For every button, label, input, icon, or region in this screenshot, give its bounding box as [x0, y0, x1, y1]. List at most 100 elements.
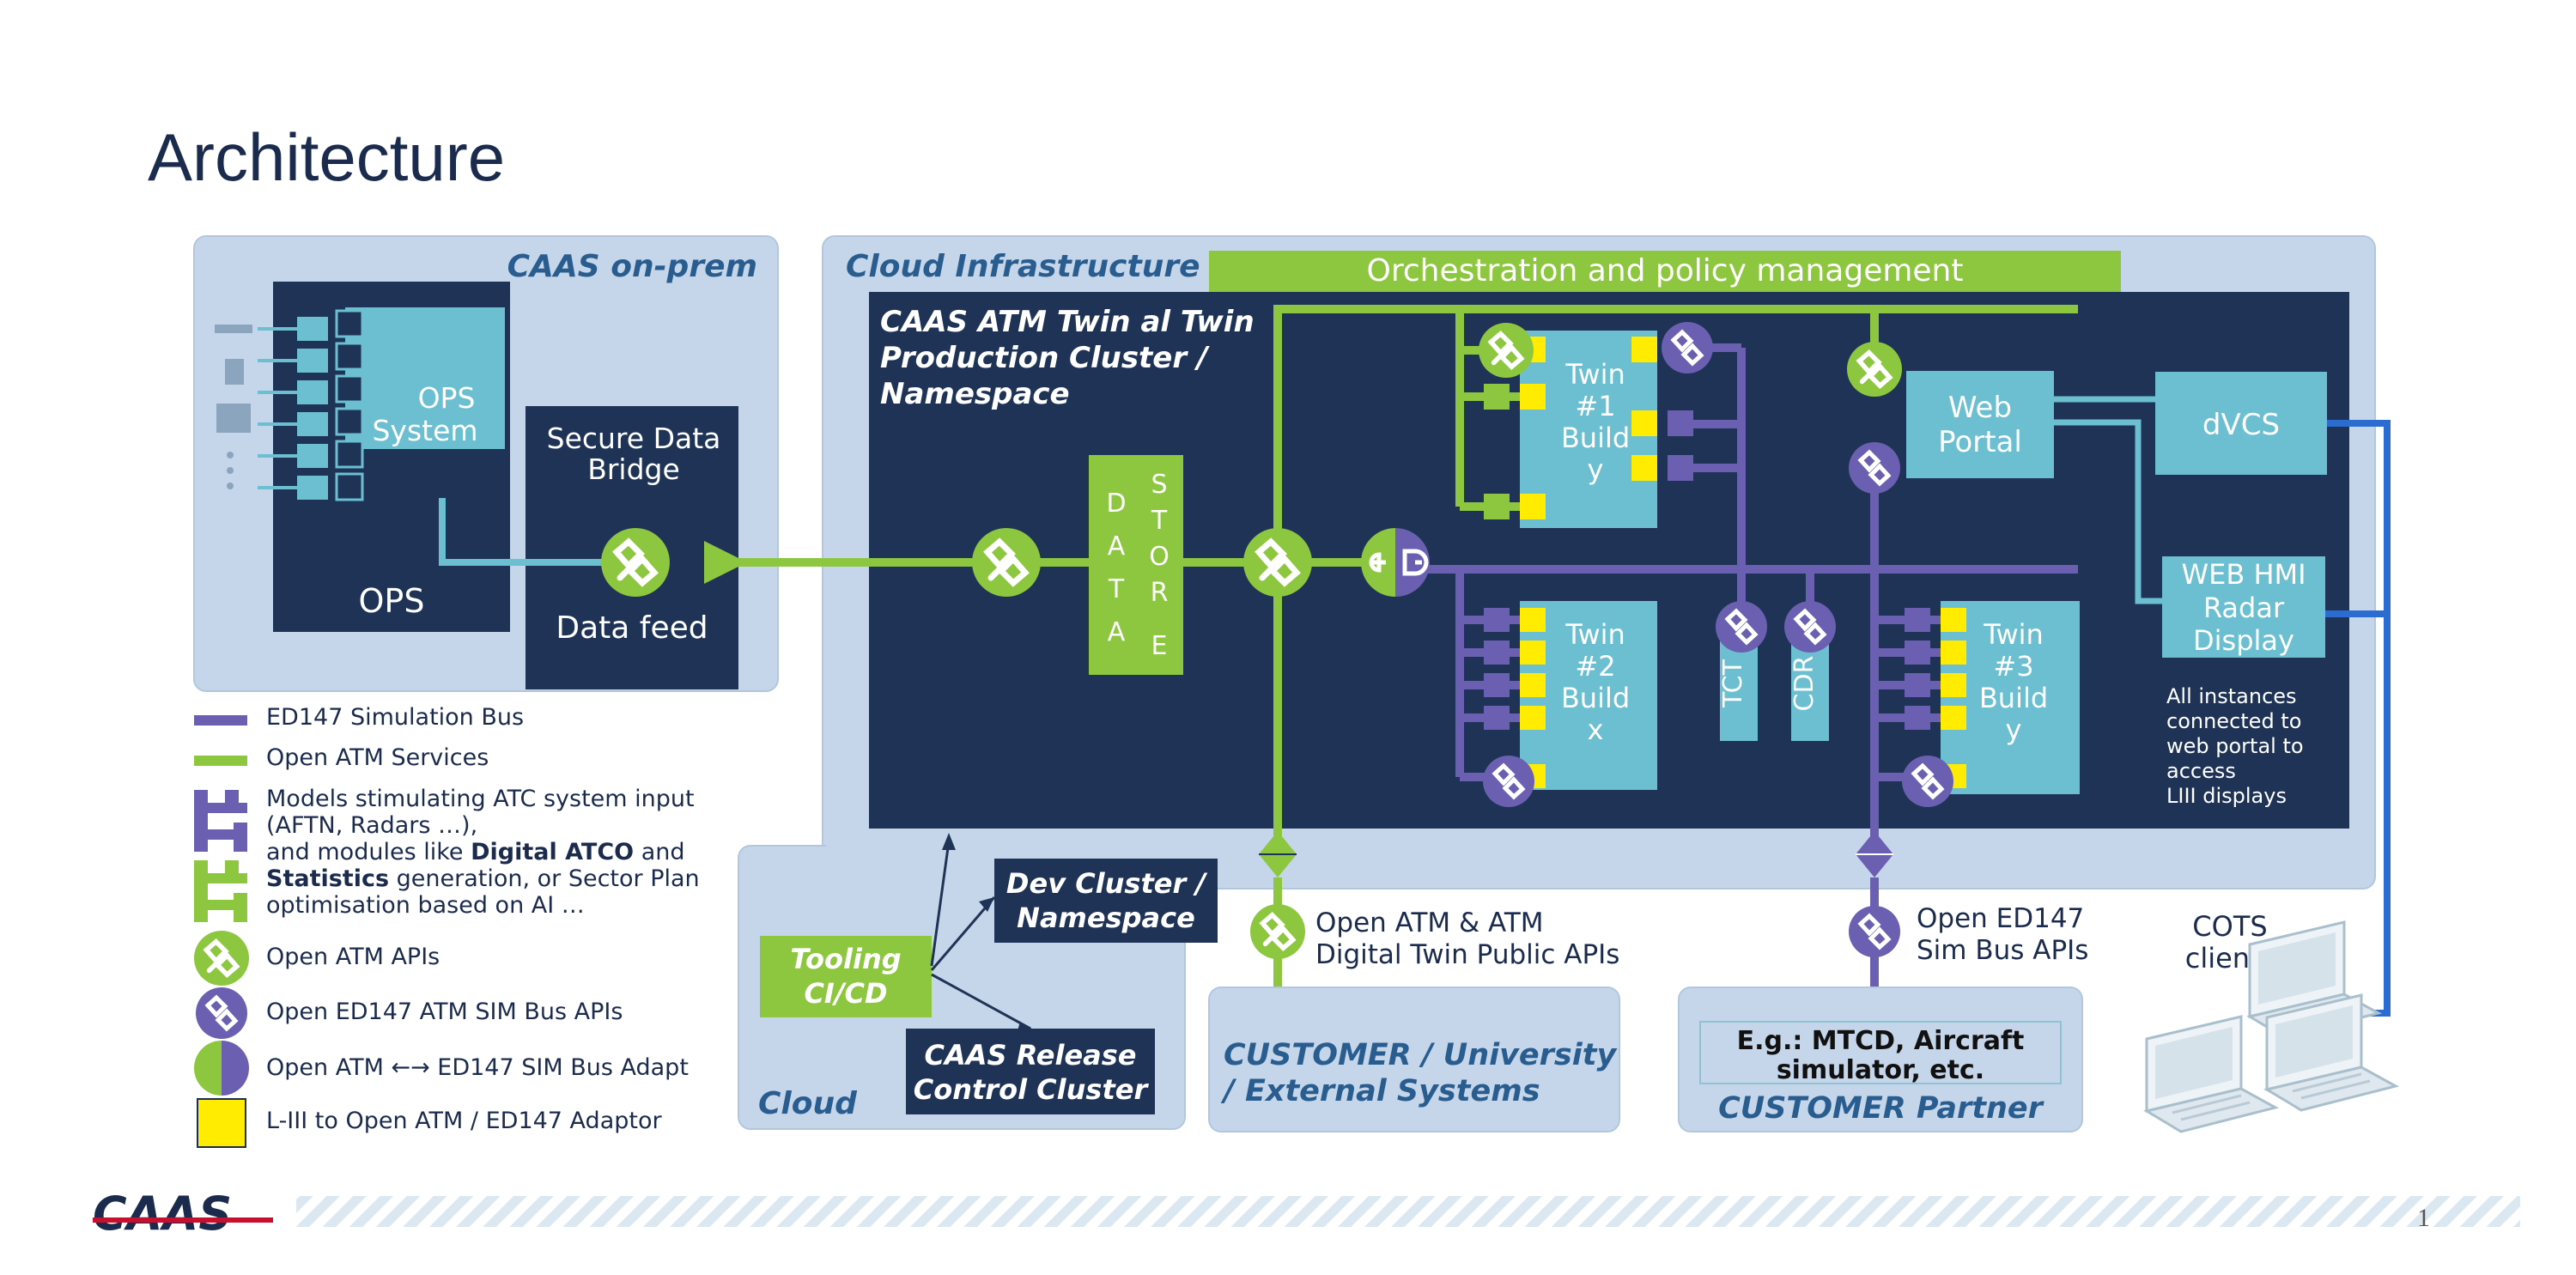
twin1-line4: y: [1588, 453, 1604, 486]
twin1-line1: Twin: [1564, 358, 1625, 391]
plug-icon-cluster-entry: [972, 528, 1041, 597]
ed147-api-legend-icon: [196, 987, 247, 1039]
note-line4: access: [2166, 759, 2236, 783]
web-hmi-line2: Radar: [2203, 592, 2285, 624]
onprem-label: CAAS on-prem: [507, 249, 757, 284]
adaptor-swatch: [197, 1098, 246, 1148]
customer-partner-box: E.g.: MTCD, Aircraft simulator, etc. CUS…: [1678, 987, 2083, 1132]
release-cluster-box: [906, 1029, 1155, 1114]
tooling-line1: Tooling: [790, 943, 901, 975]
legend-ed147-apis: Open ED147 ATM SIM Bus APIs: [266, 999, 623, 1025]
cluster-title-line1: CAAS ATM Twin al Twin: [880, 305, 1255, 339]
data-store-t: T: [1108, 574, 1125, 604]
cloud-region: Cloud Tooling CI/CD Dev Cluster / Namesp…: [738, 833, 1218, 1130]
tooling-box: [760, 936, 932, 1017]
data-store-a2: A: [1108, 617, 1126, 647]
legend-models-line3: and modules like Digital ATCO and: [266, 839, 685, 865]
orchestration-label: Orchestration and policy management: [1367, 253, 1964, 288]
web-hmi-line1: WEB HMI: [2181, 558, 2306, 591]
customer-university-box: CUSTOMER / University / External Systems: [1208, 987, 1620, 1132]
ops-label: OPS: [359, 582, 425, 620]
ops-system-line1: OPS: [418, 381, 476, 415]
twin1-line2: #1: [1575, 390, 1615, 422]
web-portal-line2: Portal: [1938, 425, 2022, 459]
release-cluster-line2: Control Cluster: [914, 1073, 1150, 1106]
orchestration-bar: [1209, 251, 2121, 292]
onprem-region: CAAS on-prem OPS System OPS: [193, 235, 779, 692]
cloud-infra-region: Cloud Infrastructure Orchestration and p…: [738, 235, 2391, 1017]
data-store-s: S: [1151, 470, 1167, 500]
dev-cluster-box: [994, 859, 1218, 943]
cdr-label: CDR: [1789, 656, 1820, 712]
open-atm-api-line1: Open ATM & ATM: [1315, 908, 1544, 938]
legend-models-line1: Models stimulating ATC system input: [266, 786, 695, 812]
twin3-line4: y: [2006, 713, 2022, 746]
twin3-line3: Build: [1979, 682, 2048, 714]
cluster-title-line2: Production Cluster /: [880, 341, 1210, 375]
web-portal-box: [1906, 371, 2054, 478]
footer-stripe: [296, 1196, 2520, 1227]
twin3-line1: Twin: [1983, 618, 2044, 651]
adapt-legend-icon: [194, 1041, 249, 1096]
open-atm-api-line2: Digital Twin Public APIs: [1315, 939, 1619, 970]
open-atm-services-swatch: [194, 756, 247, 766]
sim-bus-swatch: [194, 715, 247, 726]
legend-adaptor: L-III to Open ATM / ED147 Adaptor: [266, 1108, 662, 1134]
plug-icon-twin2: [1483, 756, 1534, 807]
cots-line1: COTS: [2192, 910, 2267, 943]
ops-system-box: [345, 307, 505, 449]
twin2-line1: Twin: [1564, 618, 1625, 651]
cots-clients: COTS clients: [2145, 910, 2397, 1133]
legend-open-atm-services: Open ATM Services: [266, 744, 489, 771]
legend-models-line2: (AFTN, Radars …),: [266, 812, 478, 839]
legend-sim-bus: ED147 Simulation Bus: [266, 704, 525, 731]
radar-source-icon: [215, 325, 252, 489]
tct-label: TCT: [1718, 659, 1748, 708]
note-line1: All instances: [2166, 684, 2297, 708]
dvcs-label: dVCS: [2202, 408, 2280, 442]
cluster-title-line3: Namespace: [880, 377, 1070, 411]
data-store-a1: A: [1108, 531, 1126, 562]
data-feed-label: Data feed: [556, 610, 708, 646]
data-store-o: O: [1149, 542, 1170, 572]
partner-example-line2: simulator, etc.: [1777, 1055, 1984, 1085]
data-store-e: E: [1151, 631, 1168, 661]
plug-icon-data-store: [1243, 528, 1312, 597]
models-green-icon: [194, 860, 247, 922]
tct-box: [1720, 640, 1758, 741]
plug-icon-data-feed: [601, 528, 670, 597]
partner-label: CUSTOMER Partner: [1718, 1091, 2044, 1126]
adapt-plug-icon: [1361, 528, 1430, 597]
data-store-box: [1089, 455, 1183, 675]
data-store-d: D: [1106, 489, 1126, 519]
note-line3: web portal to: [2166, 734, 2304, 758]
legend-open-atm-apis: Open ATM APIs: [266, 944, 440, 970]
plug-icon-portal-purple: [1849, 442, 1900, 494]
web-portal-line1: Web: [1948, 391, 2012, 425]
open-atm-api-legend-icon: [194, 931, 249, 986]
secure-bridge-line1: Secure Data: [547, 422, 721, 455]
note-line5: LIII displays: [2166, 784, 2287, 808]
plug-icon-twin1-purple: [1662, 322, 1713, 373]
web-hmi-line3: Display: [2193, 624, 2294, 657]
open-ed147-api-line2: Sim Bus APIs: [1917, 935, 2088, 966]
university-line2: / External Systems: [1220, 1074, 1540, 1108]
twin3-line2: #3: [1993, 650, 2033, 683]
plug-icon-twin1-green: [1479, 323, 1534, 378]
twin2-line4: x: [1588, 713, 1604, 746]
plug-icon-twin3: [1902, 756, 1953, 807]
partner-example-line1: E.g.: MTCD, Aircraft: [1737, 1026, 2025, 1056]
note-line2: connected to: [2166, 709, 2302, 733]
dev-cluster-line2: Namespace: [1017, 902, 1195, 934]
models-icon: [194, 790, 247, 852]
page-number: 1: [2417, 1204, 2430, 1232]
data-store-t2: T: [1151, 506, 1168, 536]
university-line1: CUSTOMER / University: [1224, 1038, 1618, 1072]
plug-icon-cdr: [1784, 601, 1836, 653]
plug-icon-portal-green: [1847, 342, 1902, 397]
caas-logo: CAAS: [93, 1187, 273, 1241]
legend-adapt: Open ATM ←→ ED147 SIM Bus Adapt: [266, 1054, 689, 1081]
data-store-r: R: [1151, 578, 1169, 608]
legend-models-line4: Statistics generation, or Sector Plan: [266, 865, 700, 892]
secure-bridge-line2: Bridge: [587, 452, 680, 486]
